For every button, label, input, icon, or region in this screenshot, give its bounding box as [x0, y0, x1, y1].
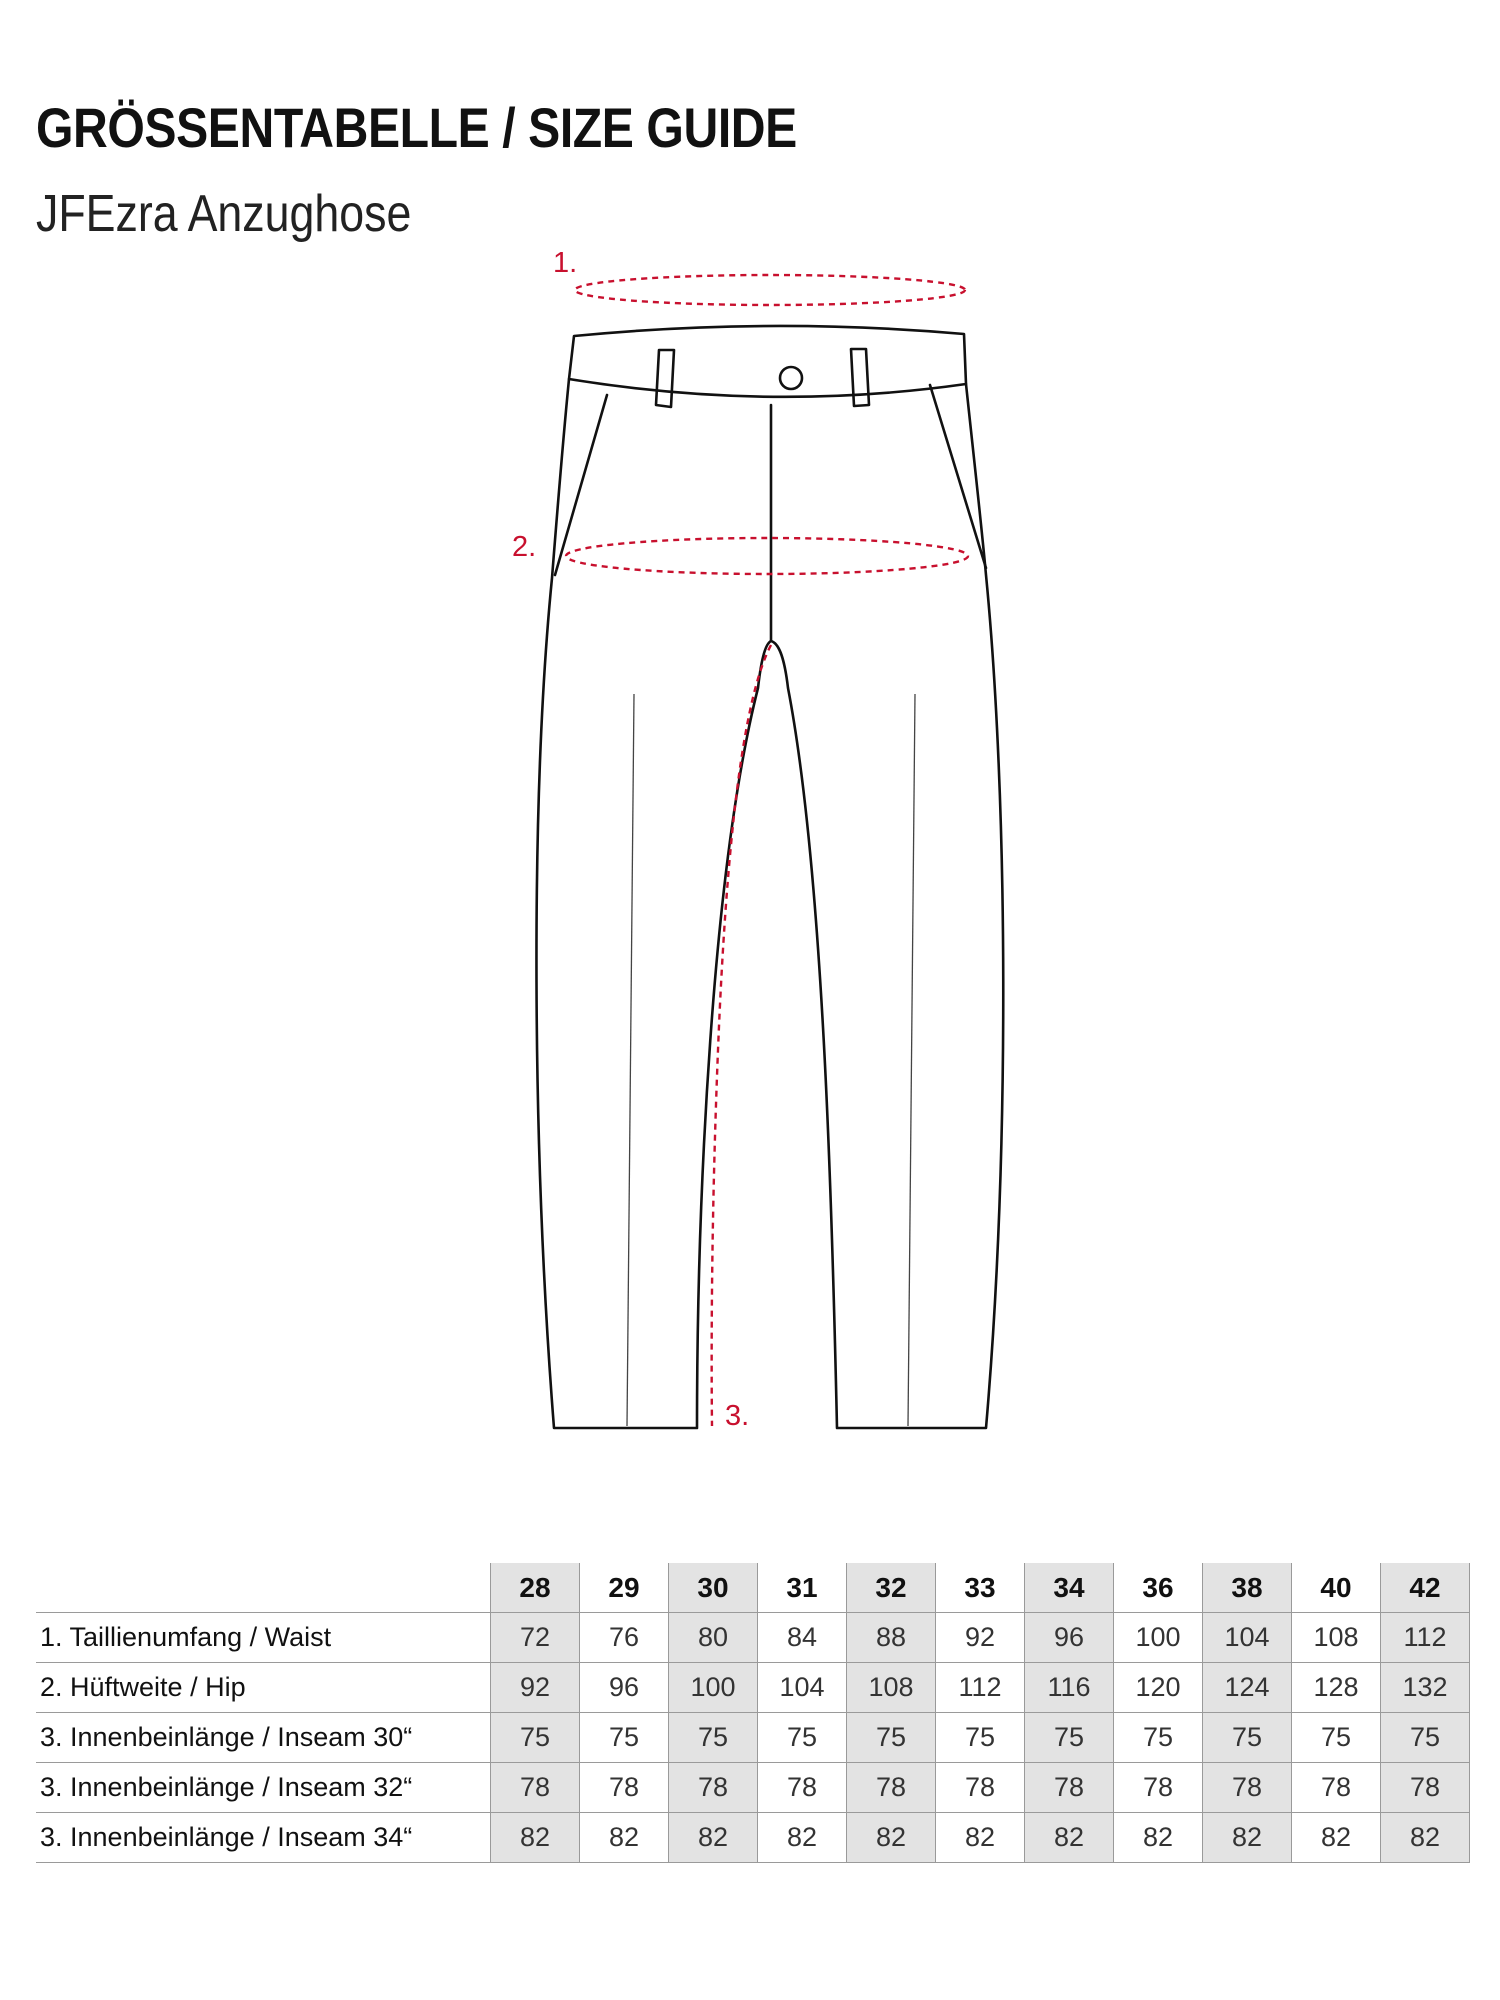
pocket-right [928, 383, 988, 570]
table-row-inseam-30: 3. Innenbeinlänge / Inseam 30“ 75 75 75 … [36, 1712, 1470, 1763]
table-cell: 78 [1113, 1762, 1203, 1813]
size-table: 28 29 30 31 32 33 34 36 38 40 42 1. Tail… [36, 1563, 1470, 1863]
table-cell: 82 [846, 1812, 936, 1863]
hip-measure-line [564, 536, 970, 576]
marker-hip: 2. [512, 531, 536, 563]
row-label: 3. Innenbeinlänge / Inseam 34“ [36, 1812, 491, 1863]
table-cell: 75 [490, 1712, 580, 1763]
table-cell: 82 [1380, 1812, 1470, 1863]
table-cell: 84 [757, 1612, 847, 1663]
button-icon [778, 365, 804, 391]
table-cell: 96 [1024, 1612, 1114, 1663]
size-31-header: 31 [757, 1563, 847, 1613]
table-cell: 96 [579, 1662, 669, 1713]
size-38-header: 38 [1202, 1563, 1292, 1613]
row-label: 1. Taillienumfang / Waist [36, 1612, 491, 1663]
table-cell: 82 [935, 1812, 1025, 1863]
table-cell: 78 [1291, 1762, 1381, 1813]
size-28-header: 28 [490, 1563, 580, 1613]
table-cell: 75 [1202, 1712, 1292, 1763]
row-label: 2. Hüftweite / Hip [36, 1662, 491, 1713]
marker-inseam: 3. [725, 1400, 749, 1432]
table-cell: 112 [935, 1662, 1025, 1713]
table-cell: 82 [490, 1812, 580, 1863]
table-cell: 75 [1113, 1712, 1203, 1763]
table-cell: 92 [490, 1662, 580, 1713]
trousers-diagram: 1. 2. 3. [512, 247, 1005, 1432]
crease-right [907, 693, 916, 1427]
table-cell: 100 [1113, 1612, 1203, 1663]
table-cell: 78 [1202, 1762, 1292, 1813]
table-cell: 116 [1024, 1662, 1114, 1713]
table-cell: 75 [668, 1712, 758, 1763]
belt-loop-left [654, 348, 676, 409]
table-row-waist: 1. Taillienumfang / Waist 72 76 80 84 88… [36, 1612, 1470, 1663]
table-cell: 120 [1113, 1662, 1203, 1713]
table-cell: 82 [579, 1812, 669, 1863]
table-cell: 75 [935, 1712, 1025, 1763]
size-34-header: 34 [1024, 1563, 1114, 1613]
pocket-left [553, 393, 609, 577]
table-cell: 80 [668, 1612, 758, 1663]
table-cell: 78 [757, 1762, 847, 1813]
table-cell: 82 [1113, 1812, 1203, 1863]
table-cell: 78 [668, 1762, 758, 1813]
size-header-row: 28 29 30 31 32 33 34 36 38 40 42 [36, 1563, 1470, 1613]
table-cell: 82 [668, 1812, 758, 1863]
table-cell: 75 [846, 1712, 936, 1763]
table-cell: 82 [1024, 1812, 1114, 1863]
table-cell: 78 [579, 1762, 669, 1813]
table-cell: 78 [935, 1762, 1025, 1813]
size-42-header: 42 [1380, 1563, 1470, 1613]
table-cell: 78 [1380, 1762, 1470, 1813]
table-cell: 75 [1291, 1712, 1381, 1763]
table-cell: 112 [1380, 1612, 1470, 1663]
table-cell: 75 [1380, 1712, 1470, 1763]
crease-left [626, 693, 635, 1427]
row-label: 3. Innenbeinlänge / Inseam 30“ [36, 1712, 491, 1763]
table-cell: 104 [1202, 1612, 1292, 1663]
table-cell: 82 [757, 1812, 847, 1863]
marker-waist: 1. [553, 247, 577, 279]
waistband [567, 324, 968, 399]
table-cell: 78 [1024, 1762, 1114, 1813]
table-row-hip: 2. Hüftweite / Hip 92 96 100 104 108 112… [36, 1662, 1470, 1713]
table-cell: 82 [1202, 1812, 1292, 1863]
row-label: 3. Innenbeinlänge / Inseam 32“ [36, 1762, 491, 1813]
table-cell: 72 [490, 1612, 580, 1663]
page-title: GRÖSSENTABELLE / SIZE GUIDE [36, 96, 797, 159]
table-cell: 78 [490, 1762, 580, 1813]
size-32-header: 32 [846, 1563, 936, 1613]
size-29-header: 29 [579, 1563, 669, 1613]
table-cell: 108 [1291, 1612, 1381, 1663]
table-cell: 124 [1202, 1662, 1292, 1713]
inseam-measure-line [710, 644, 773, 1427]
table-row-inseam-32: 3. Innenbeinlänge / Inseam 32“ 78 78 78 … [36, 1762, 1470, 1813]
table-cell: 75 [579, 1712, 669, 1763]
size-30-header: 30 [668, 1563, 758, 1613]
table-cell: 104 [757, 1662, 847, 1713]
belt-loop-right [849, 347, 871, 408]
table-cell: 75 [1024, 1712, 1114, 1763]
table-cell: 75 [757, 1712, 847, 1763]
table-cell: 92 [935, 1612, 1025, 1663]
table-cell: 132 [1380, 1662, 1470, 1713]
table-cell: 82 [1291, 1812, 1381, 1863]
table-cell: 76 [579, 1612, 669, 1663]
product-name: JFEzra Anzughose [36, 185, 412, 243]
size-33-header: 33 [935, 1563, 1025, 1613]
table-corner [36, 1563, 491, 1613]
waist-measure-line [573, 273, 967, 307]
table-cell: 128 [1291, 1662, 1381, 1713]
size-36-header: 36 [1113, 1563, 1203, 1613]
table-cell: 78 [846, 1762, 936, 1813]
table-row-inseam-34: 3. Innenbeinlänge / Inseam 34“ 82 82 82 … [36, 1812, 1470, 1863]
table-cell: 108 [846, 1662, 936, 1713]
table-cell: 88 [846, 1612, 936, 1663]
table-cell: 100 [668, 1662, 758, 1713]
size-40-header: 40 [1291, 1563, 1381, 1613]
